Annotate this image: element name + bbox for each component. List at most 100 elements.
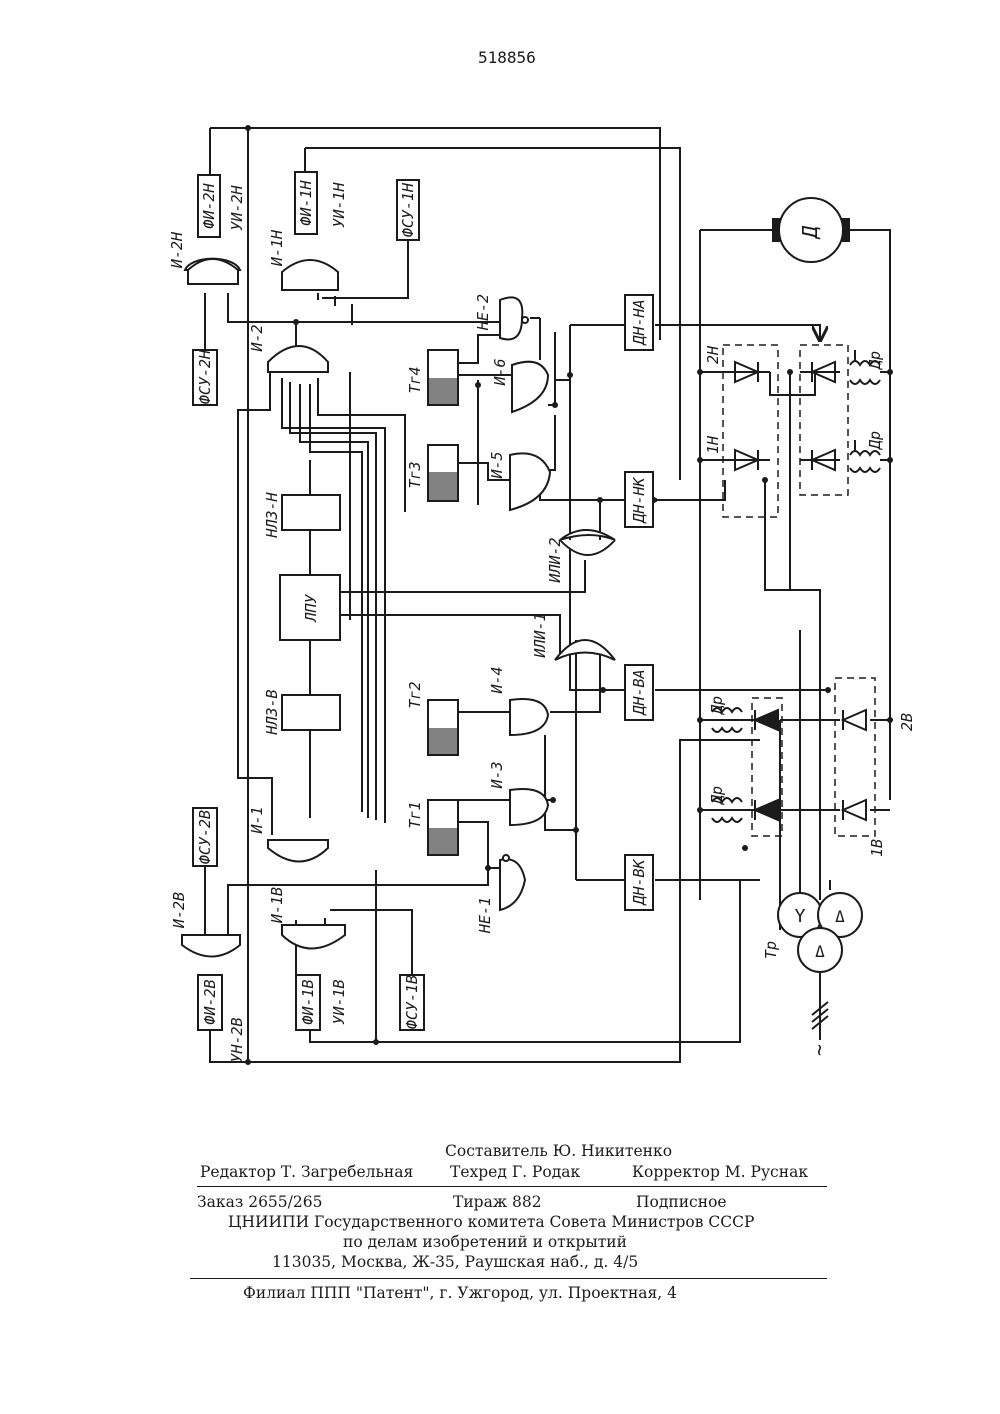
label-dr-bottom2: Др — [708, 786, 726, 806]
label-tg-2: Тг2 — [406, 681, 424, 708]
label-ne-1: НЕ-1 — [476, 897, 494, 934]
label-dr-top1: Др — [866, 351, 884, 371]
footer-address: 113035, Москва, Ж-35, Раушская наб., д. … — [272, 1253, 638, 1271]
footer-compiler: Составитель Ю. Никитенко — [445, 1142, 672, 1160]
svg-text:ФИ-2В: ФИ-2В — [201, 979, 219, 1024]
label-i-4: И-4 — [488, 666, 506, 694]
label-ui-2n: УИ-2Н — [228, 184, 246, 230]
thyristor-group-2v-1v — [752, 678, 875, 836]
svg-text:ФИ-2Н: ФИ-2Н — [200, 182, 218, 228]
svg-text:ФСУ-2Н: ФСУ-2Н — [196, 349, 214, 404]
label-tg-1: Тг1 — [406, 801, 424, 828]
block-fi-1v: ФИ-1В — [296, 975, 320, 1030]
block-dn-nk: ДН-НК — [625, 472, 653, 527]
svg-text:Δ: Δ — [835, 907, 845, 926]
label-tg-4: Тг4 — [406, 366, 424, 393]
block-dn-va: ДН-ВА — [625, 665, 653, 720]
transformer: Y Δ Δ — [778, 893, 862, 1040]
label-supply: ~ — [807, 1044, 831, 1056]
footer-rule-1 — [197, 1186, 827, 1187]
label-group-2v: 2В — [898, 713, 916, 731]
block-fsu-1v: ФСУ-1В — [400, 975, 424, 1030]
label-nlz-v: НЛЗ-В — [263, 689, 281, 735]
gate-i-3 — [510, 789, 548, 825]
footer-rule-2 — [190, 1278, 827, 1279]
gate-i-6 — [512, 362, 548, 412]
block-dn-na: ДН-НА — [625, 295, 653, 350]
svg-text:ДН-ВА: ДН-ВА — [630, 669, 648, 716]
label-ui-1v: УИ-1В — [330, 979, 348, 1024]
block-tg-2 — [428, 700, 458, 755]
block-tg-4 — [428, 350, 458, 405]
label-group-1n: 1Н — [704, 435, 722, 454]
motor: Д — [772, 198, 850, 262]
label-group-2n: 2Н — [704, 345, 722, 364]
label-un-2v: УН-2В — [228, 1017, 246, 1062]
label-i-2v: И-2В — [170, 892, 188, 929]
gate-ne-1 — [500, 855, 525, 910]
label-group-1v: 1В — [868, 839, 886, 857]
gate-i-2v — [182, 935, 240, 957]
gate-i-2 — [268, 346, 328, 372]
svg-text:ФСУ-1В: ФСУ-1В — [403, 975, 421, 1029]
label-i-2n: И-2Н — [168, 231, 186, 269]
label-i-5: И-5 — [488, 451, 506, 479]
footer-order: Заказ 2655/265 — [197, 1193, 322, 1211]
footer-org2: по делам изобретений и открытий — [343, 1233, 627, 1251]
label-ili-2: ИЛИ-2 — [546, 537, 564, 583]
svg-text:ДН-НК: ДН-НК — [630, 476, 648, 524]
label-ui-1n: УИ-1Н — [330, 181, 348, 227]
label-i-6: И-6 — [491, 358, 509, 386]
label-dr-bottom1: Др — [708, 696, 726, 716]
footer-corrector: Корректор М. Руснак — [632, 1163, 808, 1181]
footer-techred: Техред Г. Родак — [450, 1163, 580, 1181]
label-i-1v: И-1В — [268, 887, 286, 924]
block-tg-3 — [428, 445, 458, 501]
block-nlz-n — [282, 495, 340, 530]
svg-text:ДН-НА: ДН-НА — [630, 299, 648, 346]
footer-circulation: Тираж 882 — [453, 1193, 542, 1211]
thyristor-group-2n-1n — [723, 345, 848, 517]
gate-i-2n — [185, 259, 240, 284]
label-i-2: И-2 — [248, 324, 266, 352]
block-fsu-2n: ФСУ-2Н — [193, 349, 217, 405]
block-lpu: ЛПУ — [280, 575, 340, 640]
block-fsu-1n: ФСУ-1Н — [397, 180, 419, 240]
gate-ne-2 — [500, 297, 528, 339]
gate-i-4 — [510, 699, 548, 735]
block-fi-1n: ФИ-1Н — [295, 172, 317, 234]
label-ili-1: ИЛИ-1 — [531, 612, 549, 658]
label-i-1n: И-1Н — [268, 229, 286, 267]
gate-i-1v — [282, 925, 345, 949]
gate-i-1 — [268, 840, 328, 862]
label-dr-top2: Др — [866, 431, 884, 451]
block-fi-2n: ФИ-2Н — [198, 175, 220, 237]
svg-text:Y: Y — [795, 906, 806, 927]
svg-text:Д: Д — [798, 225, 822, 240]
block-fi-2v: ФИ-2В — [198, 975, 222, 1030]
label-i-3: И-3 — [488, 761, 506, 789]
label-ne-2: НЕ-2 — [474, 294, 492, 331]
label-tg-3: Тг3 — [406, 461, 424, 488]
svg-text:ФСУ-1Н: ФСУ-1Н — [399, 182, 417, 237]
footer-editor: Редактор Т. Загребельная — [200, 1163, 413, 1181]
block-dn-vk: ДН-ВК — [625, 855, 653, 910]
block-nlz-v — [282, 695, 340, 730]
gate-i-1n — [282, 260, 338, 290]
label-i-1: И-1 — [248, 806, 266, 834]
block-tg-1 — [428, 800, 458, 855]
svg-text:ЛПУ: ЛПУ — [302, 593, 320, 623]
svg-text:ФСУ-2В: ФСУ-2В — [196, 810, 214, 864]
footer-org1: ЦНИИПИ Государственного комитета Совета … — [228, 1213, 754, 1231]
label-tr: Тр — [762, 941, 780, 959]
svg-text:Δ: Δ — [815, 942, 825, 961]
label-nlz-n: НЛЗ-Н — [263, 491, 281, 538]
svg-text:ФИ-1Н: ФИ-1Н — [297, 179, 315, 225]
gate-ili-2 — [560, 530, 615, 555]
svg-text:ДН-ВК: ДН-ВК — [630, 858, 648, 906]
block-fsu-2v: ФСУ-2В — [193, 808, 217, 866]
svg-text:ФИ-1В: ФИ-1В — [299, 979, 317, 1024]
footer-branch: Филиал ППП "Патент", г. Ужгород, ул. Про… — [243, 1284, 677, 1302]
gate-ili-1 — [555, 640, 615, 660]
gate-i-5 — [510, 453, 550, 510]
